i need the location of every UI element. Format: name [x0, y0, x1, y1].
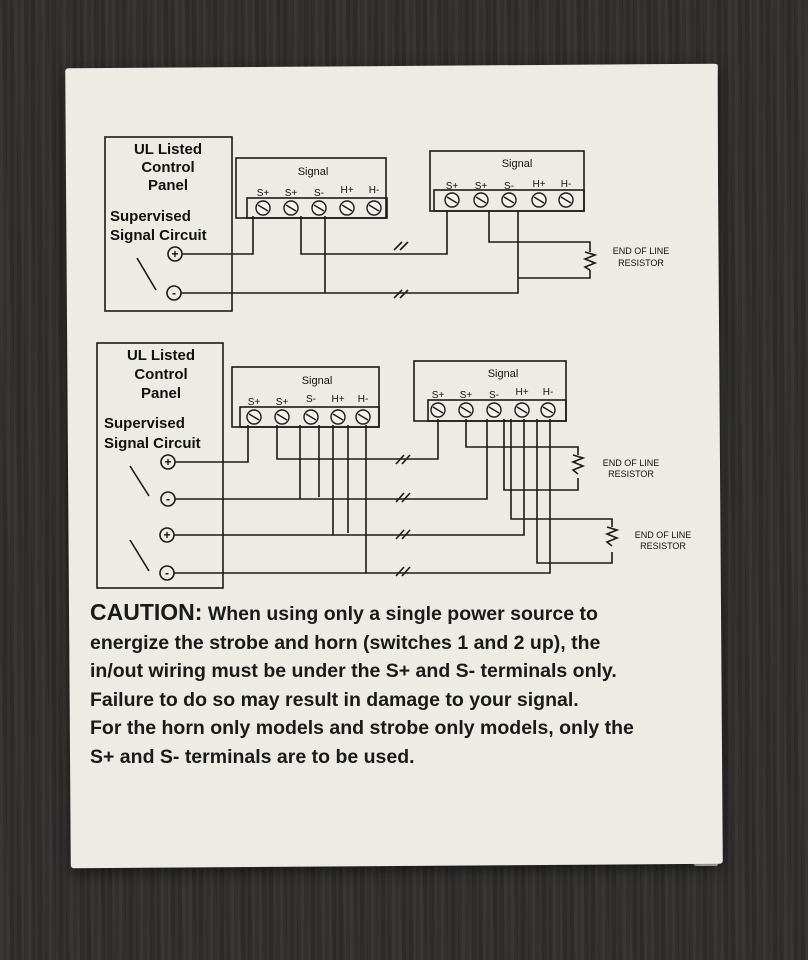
panel-title-1-line2: Control: [141, 159, 194, 176]
panel-title-1-line3: Panel: [148, 177, 188, 194]
terminal-label-1b-3: H+: [532, 179, 545, 190]
terminal-screw-slot-2a-0: [248, 413, 260, 421]
terminal-screw-slot-2a-3: [332, 413, 344, 421]
resistor-label-2b-line2: RESISTOR: [640, 541, 686, 551]
caution-text-5: For the horn only models and strobe only…: [90, 717, 634, 739]
control-panel-box-1: [104, 136, 233, 312]
caution-text-3: in/out wiring must be under the S+ and S…: [90, 660, 617, 682]
caution-text-6: S+ and S- terminals are to be used.: [90, 745, 415, 768]
terminal-label-1a-1: S+: [285, 188, 298, 199]
resistor-label-2a-line2: RESISTOR: [608, 469, 654, 479]
terminal-screw-slot-1a-0: [257, 204, 269, 212]
terminal-label-2a-2: S-: [306, 394, 316, 405]
circuit-label-1-line1: Supervised: [110, 208, 191, 225]
terminal-screw-slot-1b-2: [503, 196, 515, 204]
panel-title-1-line1: UL Listed: [134, 141, 202, 158]
terminal-screw-slot-2a-2: [305, 413, 317, 421]
terminal-label-1a-2: S-: [314, 188, 324, 199]
terminal-screw-slot-1b-1: [475, 196, 487, 204]
plus-symbol-2b: +: [163, 528, 170, 542]
plus-symbol-1: +: [171, 247, 178, 261]
plus-symbol-2a: +: [164, 455, 171, 469]
terminal-label-1a-4: H-: [369, 185, 380, 196]
terminal-label-1b-1: S+: [475, 181, 488, 192]
terminal-screw-slot-1a-2: [313, 204, 325, 212]
caution-text-4: Failure to do so may result in damage to…: [90, 688, 579, 711]
signal-label-1b: Signal: [502, 158, 533, 170]
panel-title-2-line2: Control: [134, 366, 187, 383]
terminal-label-2a-4: H-: [358, 394, 369, 405]
terminal-label-2b-4: H-: [543, 387, 554, 398]
terminal-screw-slot-2a-1: [276, 413, 288, 421]
terminal-label-2a-1: S+: [276, 397, 289, 408]
resistor-label-2b-line1: END OF LINE: [635, 530, 692, 540]
panel-title-2-line3: Panel: [141, 385, 181, 402]
circuit-label-1-line2: Signal Circuit: [110, 227, 207, 244]
terminal-screw-slot-2b-1: [460, 406, 472, 414]
minus-symbol-1: -: [172, 286, 176, 300]
minus-symbol-2a: -: [166, 492, 170, 506]
terminal-screw-slot-1a-1: [285, 204, 297, 212]
terminal-screw-slot-2b-3: [516, 406, 528, 414]
switch-2b: [129, 539, 150, 572]
terminal-label-2b-3: H+: [515, 387, 528, 398]
terminal-screw-slot-2a-4: [357, 413, 369, 421]
terminal-screw-slot-1b-0: [446, 196, 458, 204]
control-panel-box-2: [96, 342, 224, 589]
terminal-label-1a-3: H+: [340, 185, 353, 196]
signal-label-2b: Signal: [488, 368, 519, 380]
terminal-label-1b-2: S-: [504, 181, 514, 192]
terminal-screw-slot-2b-2: [488, 406, 500, 414]
resistor-label-1-line2: RESISTOR: [618, 258, 664, 268]
terminal-screw-slot-2b-4: [542, 406, 554, 414]
resistor-label-1-line1: END OF LINE: [613, 246, 670, 256]
terminal-label-1a-0: S+: [257, 188, 270, 199]
terminal-screw-slot-1a-4: [368, 204, 380, 212]
terminal-label-2a-0: S+: [248, 397, 261, 408]
terminal-screw-slot-2b-0: [432, 406, 444, 414]
terminal-label-1b-4: H-: [561, 179, 572, 190]
panel-title-2-line1: UL Listed: [127, 347, 195, 364]
terminal-label-2b-2: S-: [489, 390, 499, 401]
caution-notice: CAUTION: When using only a single power …: [90, 598, 710, 771]
terminal-screw-slot-1a-3: [341, 204, 353, 212]
circuit-label-2-line1: Supervised: [104, 415, 185, 432]
terminal-label-1b-0: S+: [446, 181, 459, 192]
terminal-label-2a-3: H+: [331, 394, 344, 405]
switch-1: [136, 257, 157, 291]
switch-2a: [129, 465, 150, 497]
terminal-screw-slot-1b-3: [533, 196, 545, 204]
terminal-screw-slot-1b-4: [560, 196, 572, 204]
signal-label-2a: Signal: [302, 375, 333, 387]
terminal-label-2b-1: S+: [460, 390, 473, 401]
caution-line-1: CAUTION: When using only a single power …: [90, 598, 710, 629]
circuit-label-2-line2: Signal Circuit: [104, 435, 201, 452]
wiring-diagram-2: [96, 342, 620, 589]
caution-label: CAUTION:: [90, 599, 203, 625]
resistor-label-2a-line1: END OF LINE: [603, 458, 660, 468]
minus-symbol-2b: -: [165, 566, 169, 580]
caution-text-2: energize the strobe and horn (switches 1…: [90, 631, 601, 654]
terminal-label-2b-0: S+: [432, 390, 445, 401]
caution-text-1: When using only a single power source to: [202, 603, 598, 625]
wiring-diagram-1: [104, 136, 598, 312]
signal-label-1a: Signal: [298, 166, 329, 178]
